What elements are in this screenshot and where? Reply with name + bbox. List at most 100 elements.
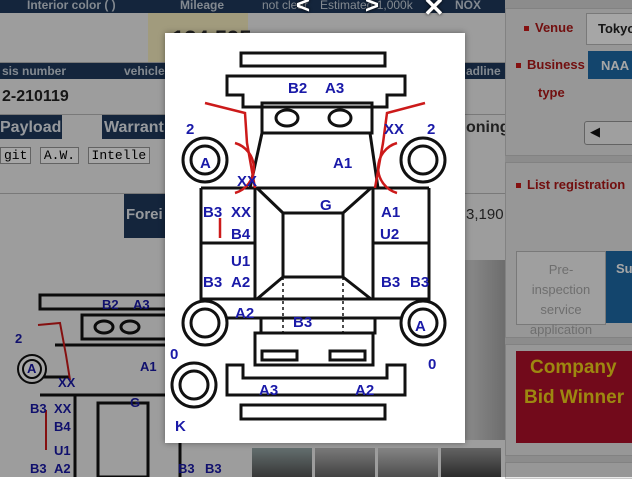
foreign-header	[124, 194, 165, 238]
damage-label: B3	[203, 274, 222, 291]
damage-label: K	[175, 418, 186, 435]
bg-damage-label: B4	[54, 419, 71, 434]
col-vehicle: vehicle	[124, 64, 165, 78]
bg-damage-label: 2	[15, 331, 22, 346]
damage-label: B3	[203, 204, 222, 221]
preinspection-button[interactable]	[516, 251, 606, 325]
bg-damage-label: B3	[205, 461, 222, 476]
payload-header	[0, 115, 62, 139]
bullet-icon	[516, 183, 521, 189]
venue-select[interactable]	[586, 13, 632, 45]
damage-label: B2	[288, 80, 307, 97]
prev-arrow-icon: ◀	[590, 124, 600, 139]
wheel-icons	[170, 136, 447, 409]
damage-label: 2	[186, 121, 194, 138]
bg-damage-label: B2	[102, 297, 119, 312]
col-nox: NOX	[455, 0, 482, 12]
company-line-1: Company	[530, 357, 617, 378]
damage-label: U2	[380, 226, 399, 243]
photo-thumb[interactable]	[252, 448, 312, 477]
damage-label: A1	[333, 155, 352, 172]
damage-label: A2	[231, 274, 250, 291]
payload-label: Payload	[0, 119, 62, 136]
prev-arrow-button[interactable]	[584, 121, 632, 145]
damage-label: A2	[235, 305, 254, 322]
damage-label: XX	[237, 173, 257, 190]
photo-main	[465, 260, 505, 440]
damage-label: XX	[384, 121, 404, 138]
list-registration-panel: List registration Pre-inspection service…	[505, 162, 632, 338]
damage-label: 0	[428, 356, 436, 373]
bg-damage-label: U1	[54, 443, 71, 458]
prev-image-button[interactable]: <	[296, 0, 311, 19]
col-load: adline	[466, 64, 501, 78]
venue-label: Venue	[535, 20, 574, 35]
bg-damage-label: A2	[54, 461, 71, 476]
company-banner[interactable]	[516, 351, 632, 443]
photo-thumb[interactable]	[378, 448, 438, 477]
business-label-row: Business	[516, 57, 585, 72]
venue-panel: Venue Tokyo Business type NAA ◀	[505, 8, 632, 156]
chassis-value: 2-210119	[2, 88, 69, 105]
col-interior-color: Interior color ( )	[27, 0, 116, 12]
preinspection-label: Pre-inspection service application	[529, 262, 593, 337]
bg-damage-label: A	[27, 361, 37, 376]
damage-label: A2	[355, 382, 374, 399]
venue-value: Tokyo	[598, 21, 632, 36]
business-label: Business	[527, 57, 585, 72]
equipment-row: git A.W. Intelle	[0, 146, 151, 164]
damage-label: B4	[231, 226, 251, 243]
col-chassis: sis number	[2, 64, 67, 78]
inspection-diagram: B2 A3 2 XX 2 A A1 XX G B3 XX A1 B4 U2 U1…	[170, 51, 447, 435]
business-label-2: type	[538, 85, 565, 100]
bg-damage-label: A1	[140, 359, 157, 374]
col-not-clear: not clear	[262, 0, 309, 12]
damage-label: B3	[381, 274, 400, 291]
damage-label: A	[200, 155, 211, 172]
damage-label: A3	[325, 80, 344, 97]
bg-damage-label: XX	[54, 401, 72, 416]
business-value: NAA	[601, 58, 630, 73]
equipment-chip: A.W.	[39, 147, 80, 164]
damage-label: U1	[231, 253, 250, 270]
list-registration-label: List registration	[527, 177, 626, 192]
photo-thumb[interactable]	[315, 448, 375, 477]
col-estimate: Estimated 1,000k	[320, 0, 413, 12]
company-panel: Company Bid Winner	[505, 344, 632, 456]
equipment-chip: Intelle	[87, 147, 151, 164]
damage-label: 0	[170, 346, 178, 363]
bg-damage-label: B3	[178, 461, 195, 476]
photo-thumb[interactable]	[441, 448, 501, 477]
list-registration-row: List registration	[516, 177, 625, 192]
business-select[interactable]	[588, 51, 632, 79]
bullet-icon	[524, 26, 529, 32]
company-line-2: Bid Winner	[524, 387, 625, 408]
submit-button[interactable]	[606, 251, 632, 323]
bg-damage-label: B3	[30, 461, 47, 476]
warranty-header	[102, 115, 165, 139]
bg-damage-label: G	[130, 395, 140, 410]
foreign-label: Forei	[126, 206, 163, 223]
warranty-label: Warrant	[104, 119, 164, 136]
equipment-chip: git	[0, 147, 32, 164]
bg-damage-label: XX	[58, 375, 76, 390]
damage-label: B3	[410, 274, 429, 291]
aircon-label: oning	[466, 119, 510, 136]
damage-label: A1	[381, 204, 400, 221]
car-outline	[199, 51, 431, 421]
bullet-icon	[516, 63, 521, 69]
price-value: 3,190	[466, 206, 504, 223]
bg-inspection-diagram: B2 A3 2 A A1 XX B3 XX G B4 U1 B3 A2 B3 B…	[15, 293, 250, 477]
close-button[interactable]: ✕	[423, 0, 445, 22]
damage-label: A	[415, 318, 426, 335]
damage-label: B3	[293, 314, 312, 331]
damage-label: A3	[259, 382, 278, 399]
next-image-button[interactable]: >	[365, 0, 380, 19]
col-mileage: Mileage	[180, 0, 225, 12]
inspection-sheet-modal: B2 A3 2 XX 2 A A1 XX G B3 XX A1 B4 U2 U1…	[165, 33, 465, 443]
bg-damage-label: A3	[133, 297, 150, 312]
bg-damage-label: B3	[30, 401, 47, 416]
damage-label: XX	[231, 204, 251, 221]
damage-label: 2	[427, 121, 435, 138]
venue-label-row: Venue	[524, 20, 573, 35]
